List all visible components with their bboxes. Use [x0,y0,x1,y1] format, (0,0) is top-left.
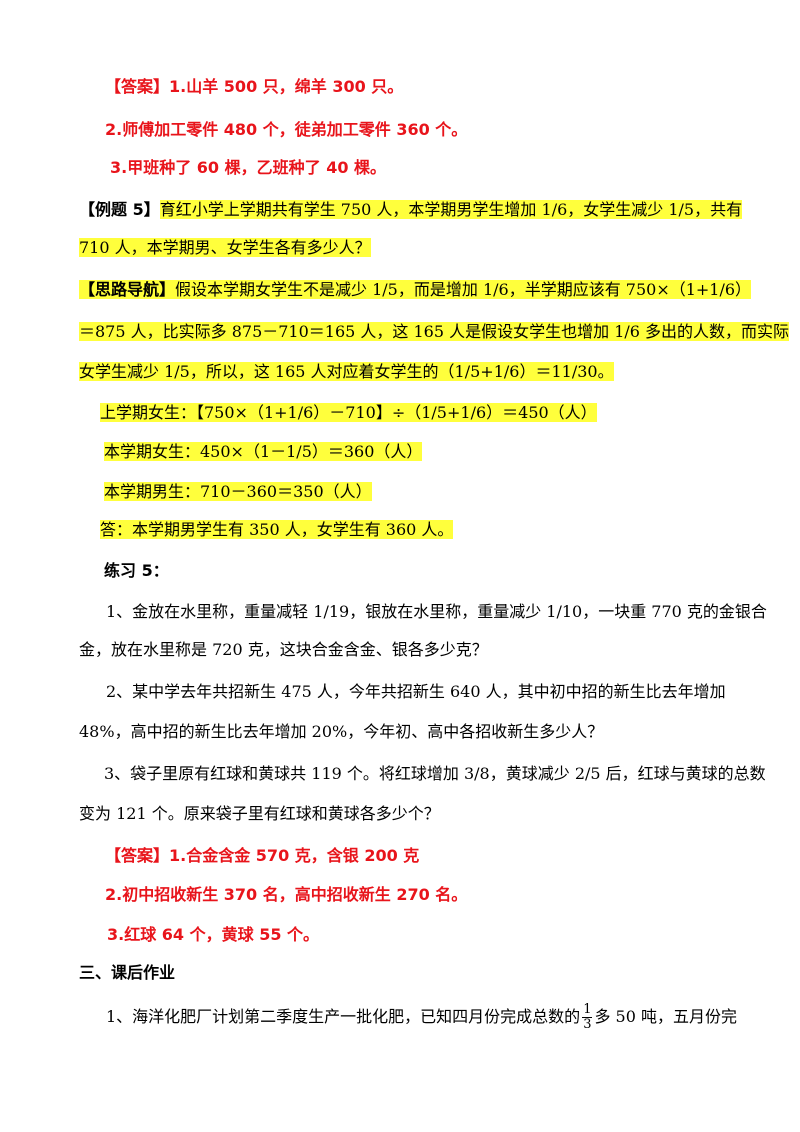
homework-title: 三、课后作业 [79,963,176,982]
solution-line-1: 上学期女生：【750×（1+1/6）－710】÷（1/5+1/6）＝450（人） [100,403,597,422]
answer-label: 【答案】 [105,77,170,96]
practice-q1-line-2: 金，放在水里称是 720 克，这块合金含金、银各多少克？ [79,640,488,659]
example-label: 【例题 5】 [79,200,160,219]
answer-line-2: 2.师傅加工零件 480 个，徒弟加工零件 360 个。 [105,120,468,139]
practice-q1-line-1: 1、金放在水里称，重量减轻 1/19，银放在水里称，重量减少 1/10，一块重 … [106,602,767,621]
example-5-line-1: 【例题 5】育红小学上学期共有学生 750 人，本学期男学生增加 1/6，女学生… [79,200,743,220]
answer2-line-2: 2.初中招收新生 370 名，高中招收新生 270 名。 [105,885,468,904]
example-5-line-2: 710 人，本学期男、女学生各有多少人？ [79,238,371,257]
practice-q2-line-1: 2、某中学去年共招新生 475 人，今年共招新生 640 人，其中初中招的新生比… [106,682,726,701]
answer-line-1: 【答案】1.山羊 500 只，绵羊 300 只。 [105,77,403,97]
solution-line-3: 本学期男生：710－360＝350（人） [104,482,372,501]
guide-line-3: 女学生减少 1/5，所以，这 165 人对应着女学生的（1/5+1/6）＝11/… [79,362,614,381]
guide-line-2: ＝875 人，比实际多 875－710＝165 人，这 165 人是假设女学生也… [79,322,790,341]
answer-text: 1.山羊 500 只，绵羊 300 只。 [169,77,404,96]
practice-q2-line-2: 48%，高中招的新生比去年增加 20%，今年初、高中各招收新生多少人？ [79,722,604,741]
answer2-line-3: 3.红球 64 个，黄球 55 个。 [107,925,320,944]
practice-q3-line-1: 3、袋子里原有红球和黄球共 119 个。将红球增加 3/8，黄球减少 2/5 后… [104,764,766,783]
guide-line-1: 【思路导航】假设本学期女学生不是减少 1/5，而是增加 1/6，半学期应该有 7… [79,280,752,299]
answer-line-3: 3.甲班种了 60 棵，乙班种了 40 棵。 [110,158,387,177]
solution-line-4: 答：本学期男学生有 350 人，女学生有 360 人。 [100,520,454,539]
practice-title: 练习 5： [104,561,169,580]
answer2-line-1: 【答案】1.合金含金 570 克，含银 200 克 [105,846,420,865]
practice-q3-line-2: 变为 121 个。原来袋子里有红球和黄球各多少个？ [79,804,440,823]
guide-label: 【思路导航】 [79,280,176,299]
example-text: 育红小学上学期共有学生 750 人，本学期男学生增加 1/6，女学生减少 1/5… [159,200,743,219]
answer2-label: 【答案】 [105,846,170,865]
solution-line-2: 本学期女生：450×（1－1/5）＝360（人） [104,442,423,461]
